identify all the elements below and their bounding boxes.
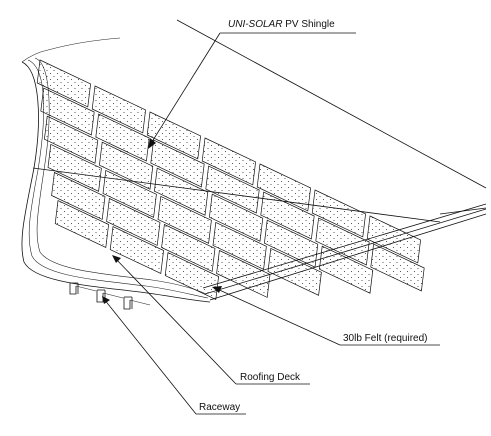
pv-shingle-tile [212, 221, 267, 270]
pv-shingle-tile [267, 247, 322, 296]
pv-shingle-tile [150, 139, 205, 188]
pv-shingle-tile [91, 85, 146, 134]
pv-shingle-tile [366, 215, 421, 264]
pv-shingle-tile [102, 169, 157, 218]
raceway-channels [69, 282, 151, 310]
pv-shingle-tile [157, 195, 212, 244]
leader-lines [102, 32, 440, 415]
pv-shingle-tile [51, 171, 106, 220]
pv-shingle-tile [216, 249, 271, 298]
pv-shingle-tile [54, 200, 109, 249]
pv-shingle-tile [319, 245, 374, 294]
pv-shingle-tile [106, 197, 161, 246]
pv-shingle-array [36, 59, 425, 301]
pv-shingle-tile [44, 115, 99, 164]
pv-shingle-tile [99, 141, 154, 190]
pv-shingle-tile [370, 243, 425, 292]
label-pv-shingle: UNI-SOLAR PV Shingle [228, 19, 335, 30]
label-felt: 30lb Felt (required) [343, 333, 427, 344]
pv-shingle-tile [36, 59, 91, 108]
pv-shingle-tile [201, 137, 256, 186]
label-roofing-deck: Roofing Deck [240, 372, 301, 383]
pv-shingle-tile [256, 163, 311, 212]
pv-shingle-tile [95, 113, 150, 162]
pv-shingle-tile [264, 219, 319, 268]
pv-shingle-tile [311, 189, 366, 238]
pv-shingle-tile [164, 252, 219, 301]
pv-shingle-tile [154, 167, 209, 216]
pv-shingle-tile [40, 87, 95, 136]
pv-shingle-tile [315, 217, 370, 266]
pv-shingle-tile [260, 191, 315, 240]
label-raceway: Raceway [199, 402, 240, 413]
pv-shingle-tile [161, 223, 216, 272]
pv-shingle-tile [209, 193, 264, 242]
pv-shingle-tile [47, 143, 102, 192]
pv-shingle-tile [205, 165, 260, 214]
pv-shingle-tile [146, 111, 201, 160]
pv-shingle-tile [109, 226, 164, 275]
